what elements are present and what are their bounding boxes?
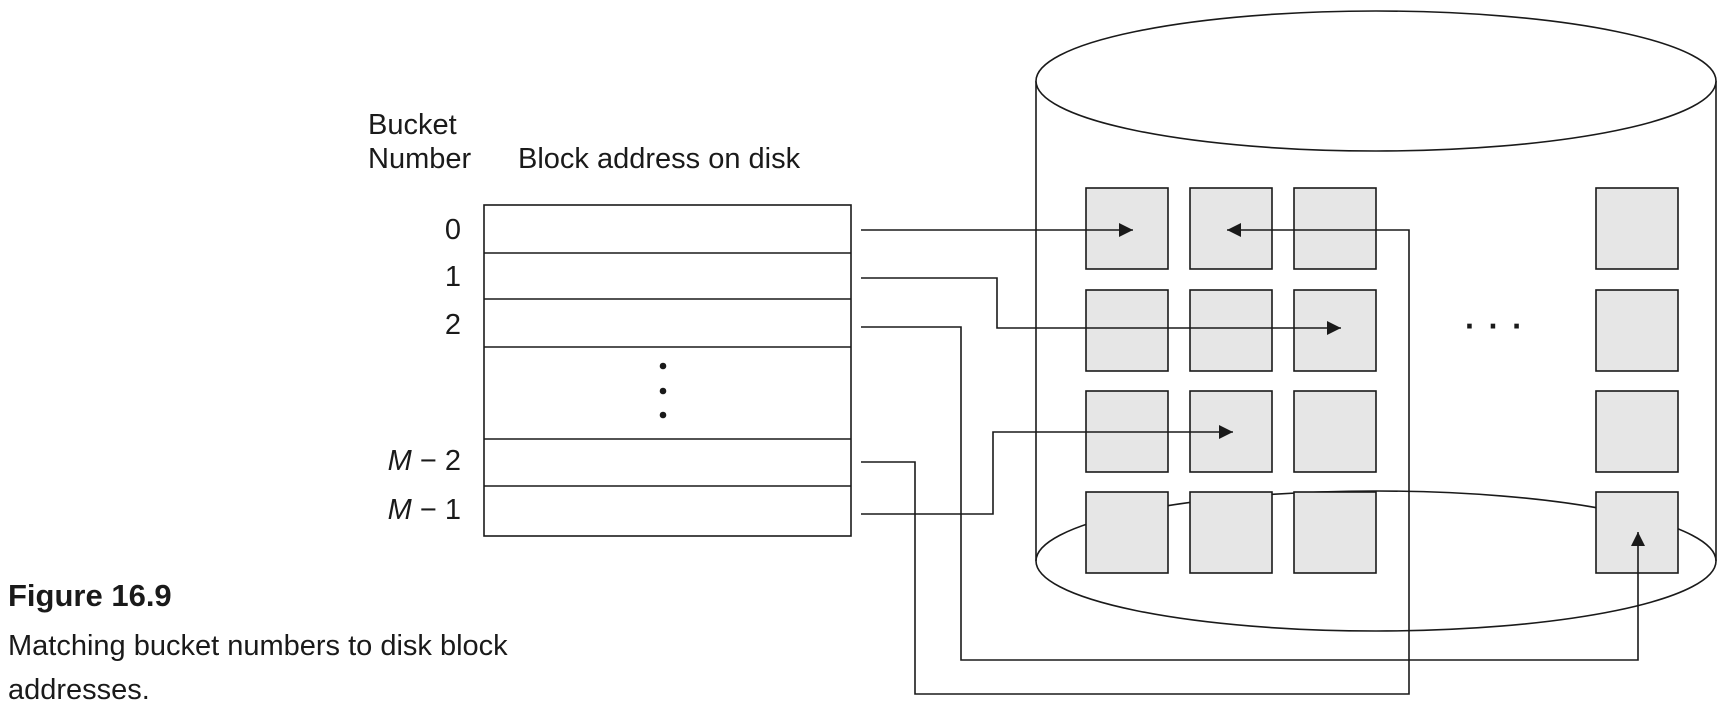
horizontal-ellipsis: · · · [1465, 308, 1525, 344]
figure-caption: Matching bucket numbers to disk block ad… [8, 630, 508, 706]
bucket-number-0: 0 [444, 214, 461, 246]
pointer-bucket-m-1 [861, 425, 1233, 515]
disk-block [1189, 491, 1273, 574]
bucket-table [483, 204, 852, 537]
bucket-m-symbol: M [387, 445, 412, 477]
disk-block [1595, 491, 1679, 574]
bucket-number-1: 1 [444, 261, 461, 293]
bucket-number-2: 2 [444, 309, 461, 341]
block-address-header: Block address on disk [518, 143, 801, 175]
disk-block [1293, 289, 1377, 372]
disk-cylinder [1035, 10, 1717, 632]
disk-block [1085, 187, 1169, 270]
disk-block [1595, 289, 1679, 372]
bucket-header-line1: Bucket [368, 109, 457, 141]
bucket-m-symbol: M [387, 494, 412, 526]
bucket-header-line2: Number [368, 143, 472, 175]
disk-block [1189, 289, 1273, 372]
bucket-number-m-1: M − 1 [361, 494, 461, 526]
disk-block [1085, 289, 1169, 372]
pointer-bucket-m-2 [861, 223, 1410, 695]
disk-block [1085, 491, 1169, 574]
bucket-table-frame [483, 204, 852, 537]
disk-blocks [1085, 187, 1679, 574]
pointer-bucket-2 [861, 326, 1645, 661]
vertical-ellipsis [659, 362, 667, 419]
bucket-number-m-2: M − 2 [361, 445, 461, 477]
disk-block [1293, 187, 1377, 270]
disk-cylinder-top [1035, 10, 1717, 152]
disk-block [1189, 187, 1273, 270]
pointer-bucket-1 [861, 277, 1341, 335]
disk-cylinder-body [1035, 81, 1717, 632]
bucket-m-offset: − 2 [411, 445, 461, 477]
bucket-m-offset: − 1 [411, 494, 461, 526]
disk-block [1293, 390, 1377, 473]
disk-block [1293, 491, 1377, 574]
disk-block [1595, 390, 1679, 473]
pointer-lines [861, 223, 1645, 695]
figure-title: Figure 16.9 [8, 578, 172, 613]
disk-block [1595, 187, 1679, 270]
